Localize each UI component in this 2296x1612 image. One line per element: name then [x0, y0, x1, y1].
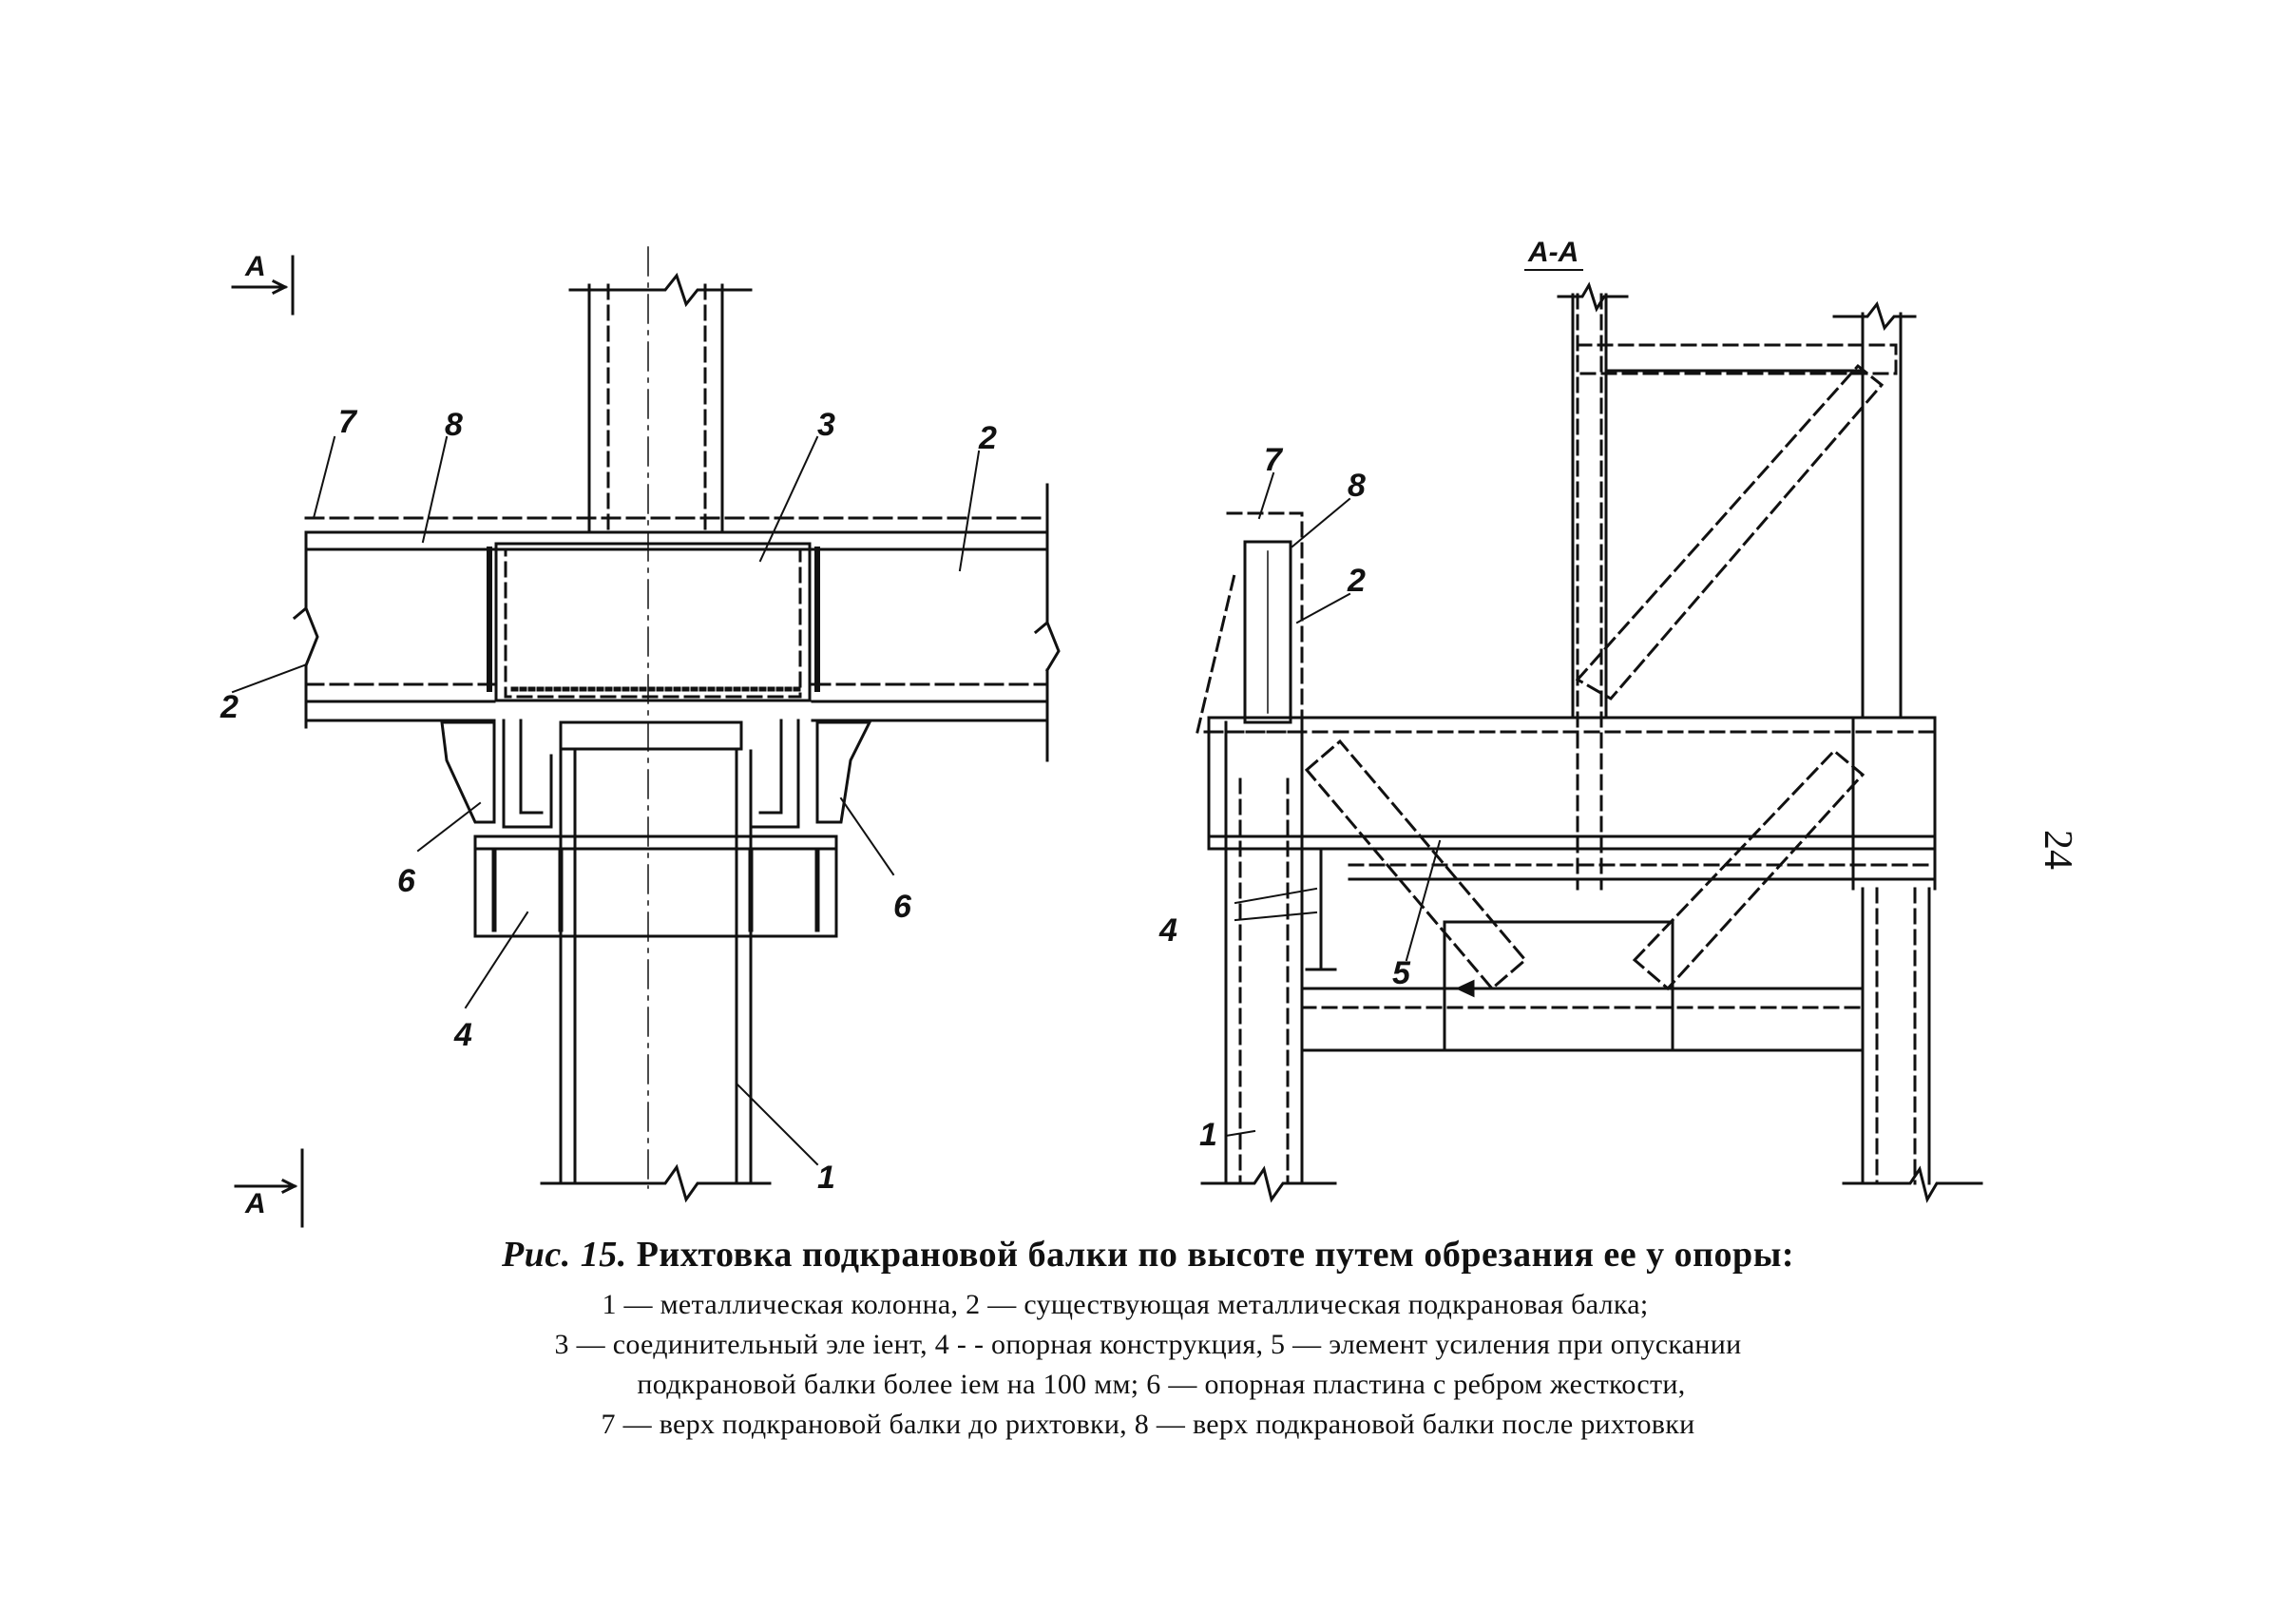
- aa-reinforcement: [1304, 739, 1866, 1052]
- leaders-left: [231, 435, 981, 1166]
- label-section-aa: А-А: [1527, 237, 1578, 268]
- label-left-7: 4: [453, 1017, 472, 1053]
- legend-line-3: подкрановой балки более іем на 100 мм; 6…: [637, 1369, 1686, 1400]
- aa-lower-strut: [1300, 887, 1983, 1203]
- support-plates: [440, 720, 872, 824]
- figure-title: Рис. 15. Рихтовка подкрановой балки по в…: [0, 1234, 2296, 1276]
- aa-column: [1200, 720, 1337, 1203]
- legend-line-1: 1 — металлическая колонна, 2 — существую…: [602, 1289, 1649, 1320]
- label-left-5: 6: [397, 863, 416, 899]
- page-number: 24: [2036, 830, 2079, 870]
- aa-beam-after: [1243, 540, 1292, 724]
- label-right-3: 4: [1158, 912, 1177, 949]
- aa-support-ibeam: [1291, 847, 1351, 971]
- legend-line-2: 3 — соединительный эле іент, 4 - - опорн…: [554, 1329, 1742, 1360]
- crane-beam-top: [292, 483, 1061, 762]
- label-left-4: 2: [220, 689, 239, 725]
- label-section-bottom: А: [244, 1188, 266, 1219]
- label-left-0: 7: [338, 404, 358, 440]
- leaders-right: [1224, 471, 1442, 1138]
- label-right-1: 8: [1348, 468, 1366, 504]
- upper-column: [568, 246, 753, 1189]
- label-right-0: 7: [1264, 442, 1284, 478]
- lower-column-channels: [502, 719, 800, 829]
- aa-upper-frame: [1557, 281, 1917, 891]
- label-left-3: 2: [978, 420, 997, 456]
- label-right-4: 5: [1392, 955, 1411, 991]
- aa-girder: [1207, 716, 1937, 891]
- label-left-1: 8: [445, 407, 463, 443]
- label-right-2: 2: [1347, 563, 1366, 599]
- lower-column: [540, 749, 772, 1203]
- figure-title-text: Рихтовка подкрановой балки по высоте пут…: [636, 1235, 1795, 1275]
- figure-number: Рис. 15.: [501, 1235, 627, 1275]
- labels: А А А-А 7 8 3 2 2 6 6 4 1 7 8 2 4 5 1: [220, 237, 1578, 1219]
- label-right-5: 1: [1199, 1117, 1217, 1153]
- label-left-2: 3: [817, 407, 835, 443]
- label-section-top: А: [244, 251, 266, 282]
- section-marker-bottom: [234, 1148, 304, 1228]
- label-left-8: 1: [817, 1160, 835, 1196]
- aa-beam-before: [1196, 511, 1304, 734]
- legend-line-4: 7 — верх подкрановой балки до рихтовки, …: [601, 1409, 1695, 1440]
- connecting-element: [487, 542, 820, 702]
- label-left-6: 6: [893, 889, 912, 925]
- support-structure: [473, 835, 838, 938]
- section-marker-top: [231, 255, 295, 316]
